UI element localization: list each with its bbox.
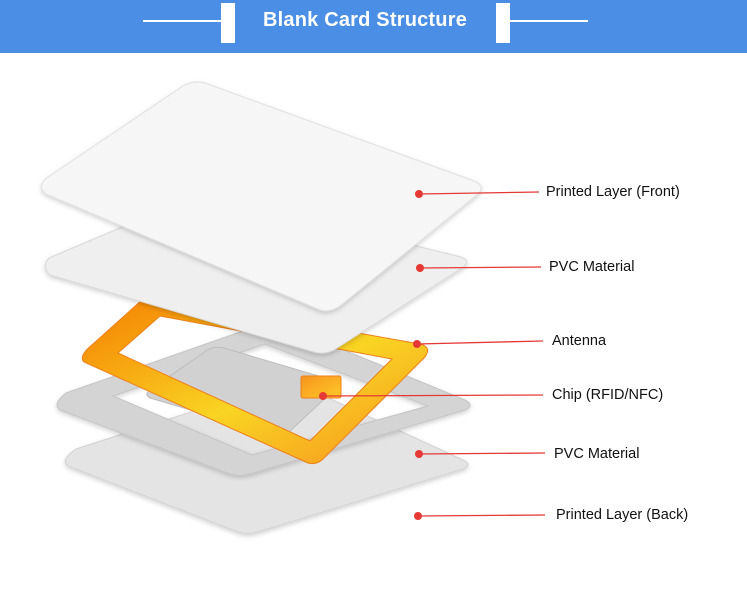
label-chip: Chip (RFID/NFC) (552, 387, 664, 403)
banner-right-bar (496, 3, 510, 43)
label-printed-layer-back: Printed Layer (Back) (556, 507, 689, 523)
pointer-dot (413, 340, 421, 348)
banner-left-bar (221, 3, 235, 43)
pointer-antenna (413, 340, 544, 348)
pointer-dot (414, 512, 422, 520)
pointer-dot (415, 450, 423, 458)
banner-title: Blank Card Structure (262, 9, 468, 31)
header-banner: Blank Card Structure (0, 0, 747, 53)
printed-layer-front (41, 81, 482, 312)
pointer-printed-back (414, 512, 546, 520)
pointer-printed-front (415, 190, 540, 198)
label-pvc-material-top: PVC Material (549, 259, 635, 275)
pointer-dot (415, 190, 423, 198)
banner-right-line (510, 20, 588, 22)
label-printed-layer-front: Printed Layer (Front) (546, 184, 680, 200)
label-pvc-material-bottom: PVC Material (554, 446, 640, 462)
label-antenna: Antenna (552, 333, 607, 349)
pointer-dot (319, 392, 327, 400)
pointer-dot (416, 264, 424, 272)
pointer-chip (319, 392, 544, 400)
banner-left-line (143, 20, 221, 22)
pointer-pvc-bottom (415, 450, 546, 458)
card-layers-diagram (41, 81, 546, 534)
pointer-pvc-top (416, 264, 542, 272)
